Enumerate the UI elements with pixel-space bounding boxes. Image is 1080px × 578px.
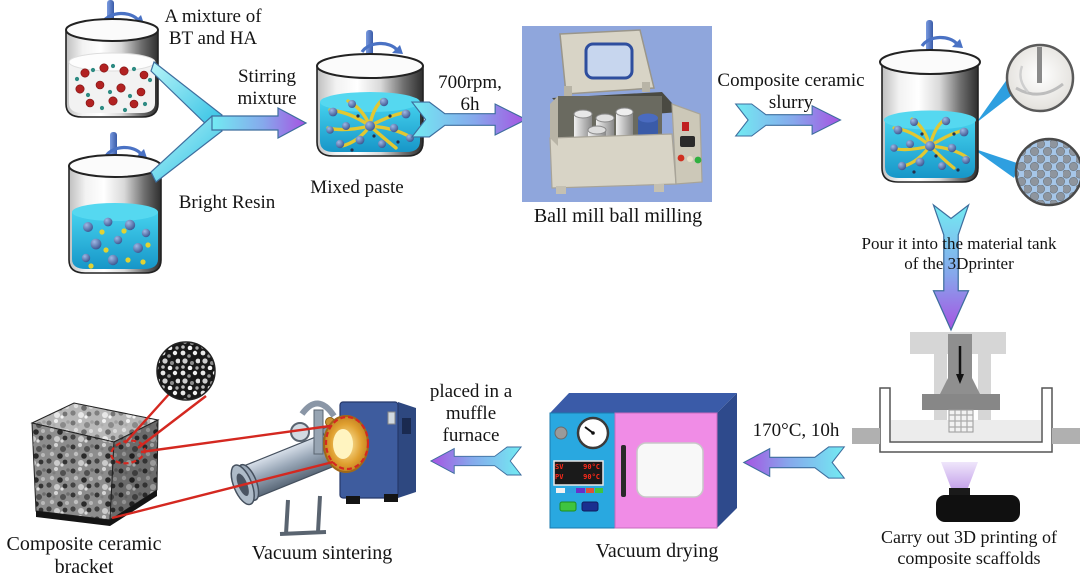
furnace-box [323, 401, 416, 504]
door-window [636, 442, 704, 498]
rotation-arrow-icon [920, 35, 963, 48]
oven-green-button [559, 501, 577, 512]
label-mixed-paste: Mixed paste [310, 177, 404, 198]
label-bt-ha: A mixture of BT and HA [164, 6, 262, 50]
label-milling-params: 700rpm, 6h [438, 72, 502, 116]
label-drying-params: 170°C, 10h [752, 420, 840, 441]
projector-light-cone [941, 462, 978, 488]
slurry-spheres [890, 116, 970, 171]
inset-paste-photo [1005, 43, 1075, 113]
beaker-mixed-paste [316, 30, 424, 157]
label-slurry: Composite ceramic slurry [717, 70, 865, 114]
sv-value: 90°C [583, 463, 600, 471]
callout-lines [111, 392, 334, 520]
oven-top [550, 393, 737, 413]
label-ball-mill: Ball mill ball milling [533, 205, 703, 227]
fine-particles [912, 132, 960, 174]
resin-spheres [81, 217, 151, 266]
yellow-particles [88, 228, 151, 269]
ha-particles [74, 63, 153, 113]
furnace-stand [279, 495, 327, 536]
callout-wedge-top [976, 78, 1016, 123]
pv-label: PV [555, 473, 564, 481]
furnace-zoom-region [324, 415, 370, 471]
label-muffle: placed in a muffle furnace [429, 381, 513, 447]
callout-wedge-bottom [972, 148, 1020, 178]
sem-inset-image [156, 341, 216, 401]
pv-value: 90°C [583, 473, 600, 481]
furnace-valves [290, 400, 337, 455]
beaker-bright-resin [68, 132, 162, 274]
printed-scaffold [948, 409, 974, 433]
oven-display-panel [553, 460, 604, 486]
oven-button-row [556, 488, 603, 493]
projector-box [936, 495, 1020, 522]
printer-3d [852, 332, 1080, 522]
cube-zoom-region [110, 439, 146, 465]
control-panel [677, 122, 702, 164]
oven-side [717, 393, 737, 528]
mill-lid [559, 29, 655, 96]
vat-support-left [852, 428, 880, 444]
label-pour: Pour it into the material tank of the 3D… [861, 234, 1057, 273]
beaker-slurry [879, 20, 1080, 207]
fine-particles [350, 114, 400, 152]
ball-mill-photo [522, 26, 712, 202]
arrow-slurry [734, 103, 842, 137]
label-bright-resin: Bright Resin [178, 192, 276, 213]
sv-label: SV [555, 463, 564, 471]
label-stirring: Stirring mixture [237, 66, 297, 110]
paste-spheres [326, 97, 414, 149]
door-handle [621, 445, 626, 497]
beaker-bt-ha [65, 0, 159, 118]
bt-particles [75, 63, 149, 109]
vat-support-right [1052, 428, 1080, 444]
oven-blue-button [581, 501, 599, 512]
oven-knob [554, 426, 568, 440]
oven-gauge [576, 416, 610, 450]
merge-arrow [150, 61, 308, 183]
arrow-drying [742, 446, 846, 479]
label-printing: Carry out 3D printing of composite scaff… [881, 527, 1057, 568]
rotation-arrow-icon [360, 41, 403, 54]
arrow-muffle [429, 446, 523, 476]
cube-right-face [109, 419, 159, 521]
label-vacuum-drying: Vacuum drying [595, 540, 719, 562]
printer-piston [922, 334, 1000, 410]
ceramic-cube [30, 402, 160, 526]
inset-microstructure [1014, 137, 1080, 207]
oven-temperature-display: SV 90°C PV 90°C [555, 462, 600, 482]
vacuum-drying-oven [549, 393, 737, 529]
label-vacuum-sintering: Vacuum sintering [251, 542, 393, 564]
arrow-milling [410, 101, 528, 138]
projector-lens [949, 488, 970, 495]
label-bracket: Composite ceramic bracket [6, 533, 162, 578]
arrow-pour [932, 203, 970, 332]
zoom-callout-overlay [110, 341, 370, 520]
mill-body [549, 92, 703, 194]
cube-front-face [31, 422, 115, 521]
